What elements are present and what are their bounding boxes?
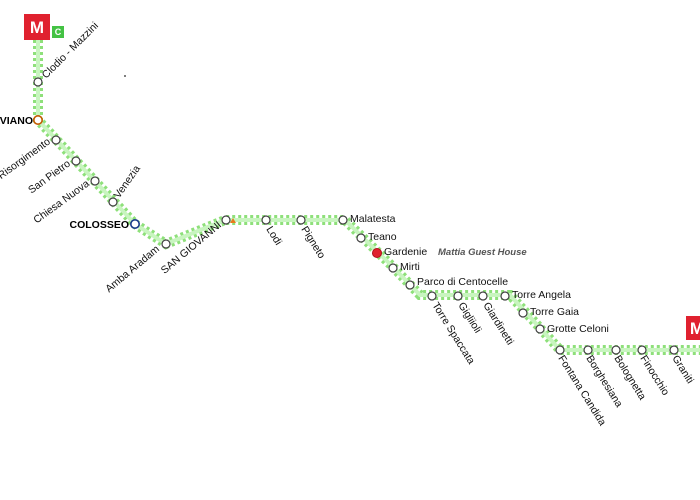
stop-torre-spaccata[interactable] [427,291,437,301]
stop-mirti[interactable] [388,263,398,273]
stop-malatesta[interactable] [338,215,348,225]
stop-finocchio[interactable] [637,345,647,355]
stop-lodi[interactable] [261,215,271,225]
metro-logo-top: M [24,14,50,40]
label-amba-aradam: Amba Aradam [103,243,162,295]
stop-risorgimento[interactable] [51,135,61,145]
label-pigneto: Pigneto [298,224,327,261]
label-ottaviano: OTTAVIANO [0,115,33,127]
metro-track [33,40,700,355]
stop-parco-di-centocelle[interactable] [405,280,415,290]
stop-ottaviano[interactable] [32,115,43,126]
stop-gigliioli[interactable] [453,291,463,301]
stop-torre-gaia[interactable] [518,308,528,318]
stop-amba-aradam[interactable] [161,239,171,249]
label-gardenie: Gardenie [384,246,427,258]
svg-text:M: M [30,18,44,37]
stop-chiesa-nuova[interactable] [90,176,100,186]
label-torre-angela: Torre Angela [512,289,571,301]
hotel-label: Mattia Guest House [438,247,527,258]
stop-giardinetti[interactable] [478,291,488,301]
label-giardinetti: Giardinetti [480,300,516,347]
svg-text:M: M [690,319,700,338]
stop-torre-angela[interactable] [500,291,510,301]
label-colosseo: COLOSSEO [69,219,129,231]
interchange-marker-icon [230,218,236,223]
metro-logo-right: M [686,316,700,340]
label-venezia: Venezia [112,163,143,201]
stop-venezia[interactable] [108,197,118,207]
stop-gardenie[interactable] [372,248,382,258]
label-torre-gaia: Torre Gaia [530,306,579,318]
stop-grotte-celoni[interactable] [535,324,545,334]
stop-fontana-candida[interactable] [555,345,565,355]
label-grotte-celoni: Grotte Celoni [547,323,609,335]
stop-borghesiana[interactable] [583,345,593,355]
label-lodi: Lodi [263,224,284,247]
stop-san-giovanni[interactable] [221,215,231,225]
stop-clodio-mazzini[interactable] [33,77,43,87]
map-dot-marker [124,75,126,77]
line-badge: C [52,26,64,38]
label-parco-di-centocelle: Parco di Centocelle [417,276,508,288]
stop-bolognetta[interactable] [611,345,621,355]
station-markers [32,77,679,355]
stop-pigneto[interactable] [296,215,306,225]
svg-text:C: C [55,27,62,37]
label-malatesta: Malatesta [350,213,396,225]
label-teano: Teano [368,231,397,243]
stop-teano[interactable] [356,233,366,243]
stop-colosseo[interactable] [130,219,141,230]
label-graniti: Graniti [669,353,696,386]
label-gigliioli: Gigliioli [455,300,483,335]
stop-san-pietro[interactable] [71,156,81,166]
stop-graniti[interactable] [669,345,679,355]
label-mirti: Mirti [400,261,420,273]
